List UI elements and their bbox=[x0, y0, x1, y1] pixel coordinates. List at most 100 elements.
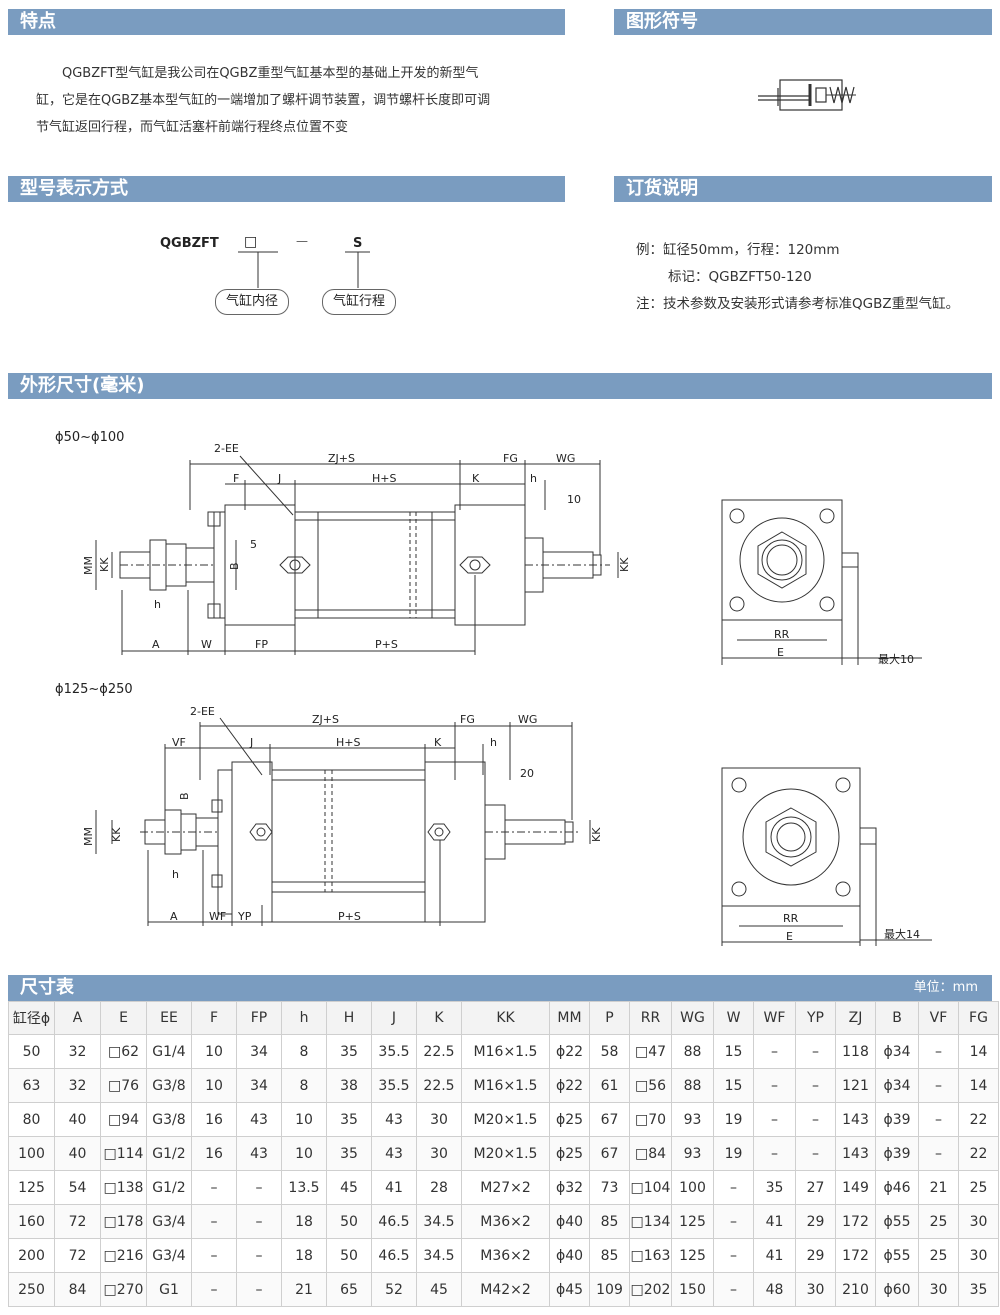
table-cell: 21 bbox=[918, 1170, 959, 1205]
table-cell: 10 bbox=[191, 1068, 237, 1103]
table-header-cell: 缸径ϕ bbox=[8, 1001, 55, 1035]
table-cell: G1/4 bbox=[146, 1034, 192, 1069]
features-line-1: QGBZFT型气缸是我公司在QGBZ重型气缸基本型的基础上开发的新型气 bbox=[62, 66, 479, 81]
vf-label-2: VF bbox=[172, 736, 186, 749]
h-label-1: h bbox=[530, 472, 537, 485]
table-cell: 18 bbox=[281, 1238, 327, 1273]
table-cell: – bbox=[191, 1204, 237, 1239]
table-cell: 38 bbox=[326, 1068, 372, 1103]
table-cell: 93 bbox=[671, 1102, 714, 1137]
table-cell: 143 bbox=[835, 1136, 876, 1171]
table-cell: ϕ55 bbox=[875, 1204, 919, 1239]
table-cell: – bbox=[753, 1136, 796, 1171]
b-label-2: B bbox=[178, 792, 191, 800]
model-dash: — bbox=[296, 234, 308, 248]
table-header-cell: VF bbox=[918, 1001, 959, 1035]
hs-label-1: H+S bbox=[372, 472, 396, 485]
e-label-side-1: E bbox=[777, 646, 784, 659]
table-cell: 50 bbox=[326, 1238, 372, 1273]
table-cell: 15 bbox=[713, 1068, 754, 1103]
ps-label-1: P+S bbox=[375, 638, 398, 651]
table-cell: M42×2 bbox=[461, 1272, 550, 1307]
table-cell: 250 bbox=[8, 1272, 55, 1307]
a-label-1: A bbox=[152, 638, 160, 651]
table-cell: – bbox=[795, 1136, 836, 1171]
label-stroke: 气缸行程 bbox=[322, 289, 396, 315]
outline-drawing-2: 2-EE ZJ+S FG WG VF J H+S K h 20 B MM KK … bbox=[82, 705, 603, 926]
table-cell: G3/8 bbox=[146, 1068, 192, 1103]
table-cell: □138 bbox=[100, 1170, 147, 1205]
table-cell: 34 bbox=[236, 1068, 282, 1103]
table-cell: 85 bbox=[589, 1204, 630, 1239]
table-title: 尺寸表 bbox=[20, 977, 74, 998]
table-cell: 150 bbox=[671, 1272, 714, 1307]
table-cell: 29 bbox=[795, 1238, 836, 1273]
table-cell: 48 bbox=[753, 1272, 796, 1307]
rr-label-1: RR bbox=[774, 628, 790, 641]
table-cell: M16×1.5 bbox=[461, 1068, 550, 1103]
table-cell: 200 bbox=[8, 1238, 55, 1273]
table-cell: 84 bbox=[54, 1272, 101, 1307]
table-header-cell: K bbox=[416, 1001, 462, 1035]
table-cell: 43 bbox=[236, 1136, 282, 1171]
zjs-label-2: ZJ+S bbox=[312, 713, 339, 726]
table-cell: – bbox=[713, 1204, 754, 1239]
model-prefix: QGBZFT bbox=[160, 236, 219, 251]
table-cell: □114 bbox=[100, 1136, 147, 1171]
table-cell: 149 bbox=[835, 1170, 876, 1205]
k-label-2: K bbox=[434, 736, 442, 749]
table-cell: 52 bbox=[371, 1272, 417, 1307]
label-bore: 气缸内径 bbox=[215, 289, 289, 315]
table-cell: – bbox=[713, 1238, 754, 1273]
table-cell: 22 bbox=[958, 1136, 999, 1171]
ordering-mark: 标记：QGBZFT50-120 bbox=[668, 269, 812, 285]
table-cell: ϕ22 bbox=[549, 1034, 590, 1069]
table-cell: ϕ34 bbox=[875, 1034, 919, 1069]
table-cell: □216 bbox=[100, 1238, 147, 1273]
table-cell: 30 bbox=[795, 1272, 836, 1307]
table-cell: 121 bbox=[835, 1068, 876, 1103]
hs-label-2: H+S bbox=[336, 736, 360, 749]
table-cell: – bbox=[918, 1034, 959, 1069]
table-cell: 10 bbox=[281, 1136, 327, 1171]
range-label-2: ϕ125~ϕ250 bbox=[55, 682, 133, 697]
table-cell: 100 bbox=[8, 1136, 55, 1171]
table-cell: 10 bbox=[281, 1102, 327, 1137]
table-cell: 63 bbox=[8, 1068, 55, 1103]
table-cell: 14 bbox=[958, 1068, 999, 1103]
table-cell: 10 bbox=[191, 1034, 237, 1069]
table-cell: – bbox=[236, 1170, 282, 1205]
table-cell: – bbox=[713, 1272, 754, 1307]
yp-label-2: YP bbox=[237, 910, 252, 923]
table-header-cell: F bbox=[191, 1001, 237, 1035]
table-header-cell: B bbox=[875, 1001, 919, 1035]
table-cell: 43 bbox=[371, 1102, 417, 1137]
table-cell: – bbox=[795, 1102, 836, 1137]
kk2-label-1: KK bbox=[618, 557, 631, 572]
table-cell: 34.5 bbox=[416, 1204, 462, 1239]
table-cell: – bbox=[236, 1204, 282, 1239]
table-cell: M36×2 bbox=[461, 1204, 550, 1239]
table-header-cell: P bbox=[589, 1001, 630, 1035]
table-cell: 34.5 bbox=[416, 1238, 462, 1273]
e-label-side-2: E bbox=[786, 930, 793, 943]
side-view-1: RR E 最大10 bbox=[721, 499, 922, 666]
table-cell: 16 bbox=[191, 1102, 237, 1137]
fp-label-1: FP bbox=[255, 638, 268, 651]
table-cell: G1 bbox=[146, 1272, 192, 1307]
table-cell: G3/8 bbox=[146, 1102, 192, 1137]
table-cell: G3/4 bbox=[146, 1204, 192, 1239]
wf-label-2: WF bbox=[209, 910, 226, 923]
table-cell: ϕ46 bbox=[875, 1170, 919, 1205]
table-cell: ϕ55 bbox=[875, 1238, 919, 1273]
table-cell: M20×1.5 bbox=[461, 1136, 550, 1171]
table-cell: 41 bbox=[753, 1238, 796, 1273]
features-text: QGBZFT型气缸是我公司在QGBZ重型气缸基本型的基础上开发的新型气 缸，它是… bbox=[36, 60, 490, 141]
table-cell: – bbox=[918, 1068, 959, 1103]
table-cell: 30 bbox=[918, 1272, 959, 1307]
table-cell: – bbox=[713, 1170, 754, 1205]
